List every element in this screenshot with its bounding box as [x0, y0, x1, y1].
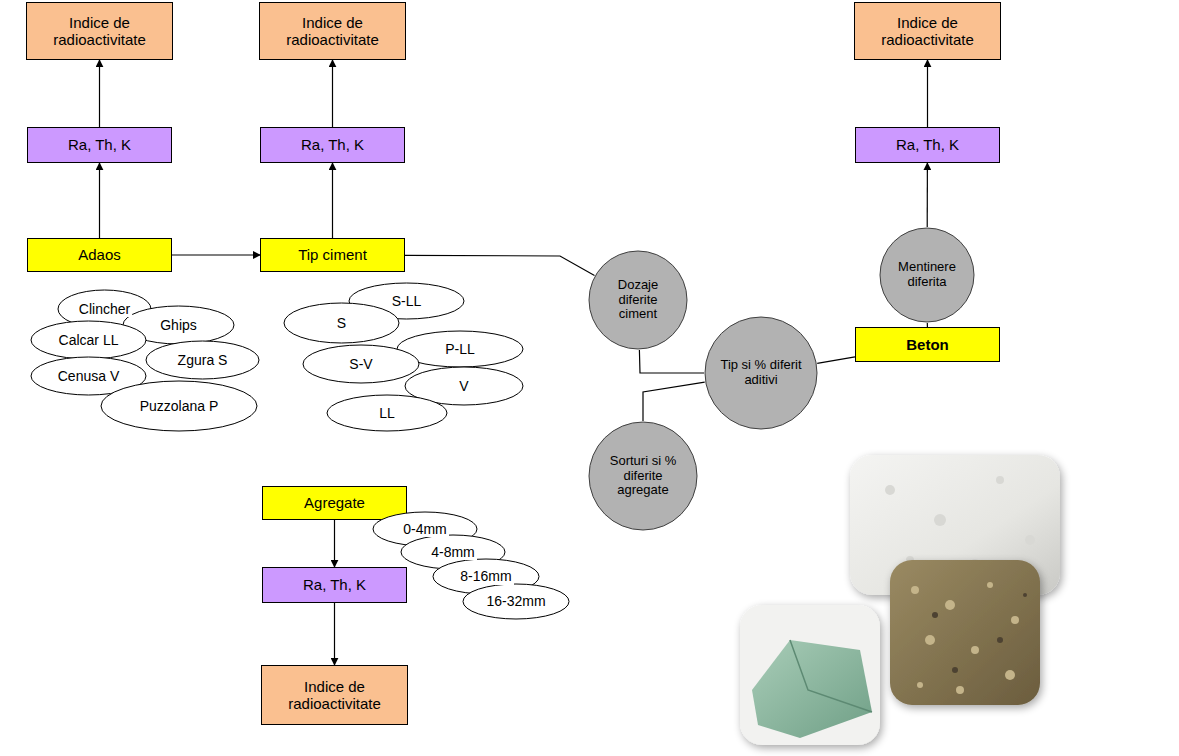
- cement-type-ellipse: S-V: [302, 344, 420, 384]
- box-label: Ra, Th, K: [301, 136, 364, 153]
- ellipse-label: Dozaje diferite ciment: [602, 278, 674, 323]
- flow-arrow: [172, 254, 260, 255]
- material-box: Beton: [855, 327, 1000, 362]
- ellipse-label: Puzzolana P: [138, 398, 221, 414]
- box-label: Indice de radioactivitate: [267, 678, 402, 713]
- box-label: Indice de radioactivitate: [860, 14, 995, 49]
- size-fraction-ellipse: 16-32mm: [462, 583, 570, 620]
- flow-arrow: [927, 60, 928, 127]
- ellipse-label: 8-16mm: [458, 568, 513, 584]
- ellipse-label: 0-4mm: [401, 521, 449, 537]
- ellipse-label: Zgura S: [176, 352, 230, 368]
- box-label: Indice de radioactivitate: [32, 14, 167, 49]
- flow-arrow: [99, 163, 100, 238]
- ellipse-label: V: [457, 378, 470, 394]
- material-box: Tip ciment: [260, 238, 405, 272]
- measure-box: Ra, Th, K: [260, 127, 405, 163]
- stone-photo: [740, 605, 880, 745]
- flow-arrow: [334, 520, 335, 567]
- factor-circle: Sorturi si % diferite agregate: [588, 421, 698, 531]
- ellipse-label: 16-32mm: [484, 593, 547, 609]
- ellipse-label: S-LL: [390, 293, 424, 309]
- ellipse-label: LL: [377, 405, 397, 421]
- flow-arrow: [334, 603, 335, 665]
- measure-box: Ra, Th, K: [262, 567, 407, 603]
- ellipse-label: S: [335, 315, 348, 331]
- connector-line: [639, 350, 704, 373]
- component-ellipse: Zgura S: [145, 340, 260, 380]
- material-box: Adaos: [27, 238, 172, 272]
- box-label: Tip ciment: [298, 246, 367, 263]
- factor-circle: Mentinere diferita: [879, 227, 975, 323]
- ellipse-label: Clincher: [77, 301, 132, 317]
- box-label: Agregate: [304, 494, 365, 511]
- ellipse-label: Mentinere diferita: [893, 260, 962, 290]
- result-box: Indice de radioactivitate: [259, 2, 406, 60]
- flow-arrow: [332, 163, 333, 238]
- gravel-photo: [890, 560, 1040, 705]
- ellipse-label: 4-8mm: [429, 544, 477, 560]
- ellipse-label: Sorturi si % diferite agregate: [604, 454, 683, 499]
- ellipse-label: Ghips: [158, 317, 199, 333]
- cement-type-ellipse: LL: [326, 394, 448, 432]
- result-box: Indice de radioactivitate: [261, 665, 408, 725]
- result-box: Indice de radioactivitate: [26, 2, 173, 60]
- factor-circle: Tip si % diferit aditivi: [704, 316, 818, 430]
- box-label: Ra, Th, K: [303, 576, 366, 593]
- box-label: Ra, Th, K: [68, 136, 131, 153]
- component-ellipse: Puzzolana P: [100, 380, 258, 432]
- connector-line: [405, 255, 595, 275]
- measure-box: Ra, Th, K: [27, 127, 172, 163]
- connector-line: [817, 357, 855, 364]
- ellipse-label: Calcar LL: [57, 332, 121, 348]
- flow-arrow: [99, 60, 100, 127]
- connector-line: [643, 382, 705, 421]
- result-box: Indice de radioactivitate: [854, 2, 1001, 60]
- material-box: Agregate: [262, 486, 407, 520]
- cement-type-ellipse: S: [283, 302, 400, 344]
- ellipse-label: Cenusa V: [56, 368, 121, 384]
- box-label: Indice de radioactivitate: [265, 14, 400, 49]
- box-label: Beton: [906, 336, 949, 353]
- flow-arrow: [332, 60, 333, 127]
- flow-arrow: [927, 163, 928, 227]
- ellipse-label: S-V: [347, 356, 374, 372]
- factor-circle: Dozaje diferite ciment: [588, 250, 688, 350]
- box-label: Adaos: [78, 246, 121, 263]
- ellipse-label: Tip si % diferit aditivi: [720, 358, 802, 388]
- component-ellipse: Calcar LL: [30, 320, 147, 360]
- box-label: Ra, Th, K: [896, 136, 959, 153]
- measure-box: Ra, Th, K: [855, 127, 1000, 163]
- ellipse-label: P-LL: [443, 341, 477, 357]
